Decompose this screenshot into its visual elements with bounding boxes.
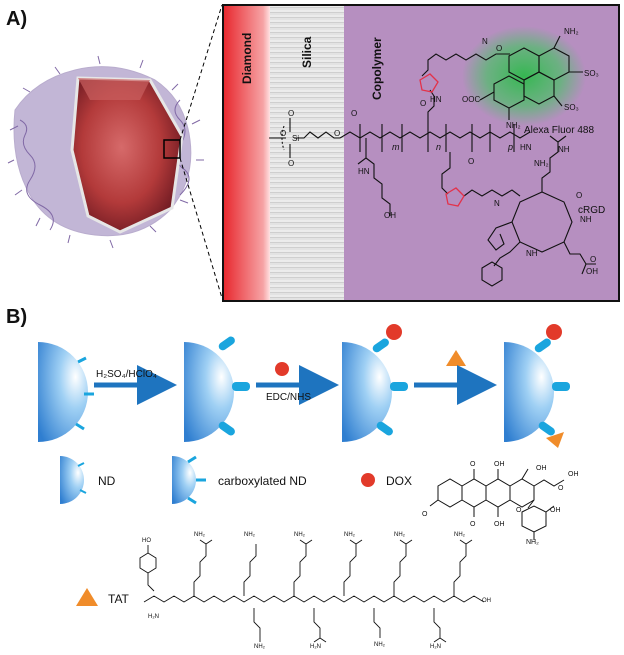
svg-text:OH: OH: [494, 521, 505, 528]
svg-text:O: O: [470, 461, 476, 468]
svg-text:NH₂: NH₂: [506, 121, 521, 130]
svg-text:O: O: [334, 129, 340, 138]
step2-reagent-label: EDC/NHS: [266, 392, 312, 403]
nd-step3: [342, 324, 408, 442]
legend-nd: ND: [98, 474, 116, 488]
legend-tat: TAT: [108, 592, 129, 606]
svg-text:H₂N: H₂N: [148, 614, 159, 620]
svg-text:N: N: [494, 199, 500, 208]
svg-text:NH₂: NH₂: [564, 27, 579, 36]
svg-text:O: O: [288, 109, 294, 118]
svg-text:NH: NH: [580, 215, 592, 224]
svg-text:O: O: [420, 99, 426, 108]
svg-text:HN: HN: [358, 167, 370, 176]
reaction-scheme: [38, 324, 570, 448]
svg-text:NH₂: NH₂: [394, 532, 406, 538]
dox-structure: O OH O OH OH OH O O O OH NH₂: [422, 461, 579, 546]
svg-text:O: O: [280, 129, 286, 138]
legend-carboxylated-nd: carboxylated ND: [218, 474, 307, 488]
svg-text:NH: NH: [526, 249, 538, 258]
svg-text:HN: HN: [520, 143, 532, 152]
svg-text:H₂N: H₂N: [430, 644, 441, 650]
svg-text:OH: OH: [550, 507, 561, 514]
alexa-fluor-label: Alexa Fluor 488: [524, 125, 595, 136]
svg-text:OH: OH: [482, 598, 491, 604]
svg-text:OH: OH: [568, 471, 579, 478]
svg-text:O: O: [576, 191, 582, 200]
triazole-lower: [445, 187, 465, 207]
svg-text:OH: OH: [494, 461, 505, 468]
svg-text:O: O: [590, 255, 596, 264]
dye-glow: [462, 26, 586, 126]
svg-text:OH: OH: [536, 465, 547, 472]
nd-step2: [184, 336, 250, 442]
dox-reagent-icon: [275, 362, 289, 376]
silica-layer: [270, 6, 344, 300]
svg-text:N: N: [482, 37, 488, 46]
svg-text:Si: Si: [292, 134, 299, 143]
svg-text:NH₂: NH₂: [454, 532, 466, 538]
nd-step1: [38, 342, 94, 442]
svg-text:O: O: [351, 109, 357, 118]
svg-text:HN: HN: [430, 95, 442, 104]
svg-text:O: O: [496, 44, 502, 53]
svg-text:H₂N: H₂N: [310, 644, 321, 650]
legend-dox: DOX: [386, 474, 413, 488]
diamond-core: [70, 76, 184, 234]
svg-text:O: O: [470, 521, 476, 528]
m-subscript: m: [392, 142, 400, 152]
diamond-layer: [224, 6, 270, 300]
panel-a-label: A): [6, 8, 28, 30]
svg-text:O: O: [558, 485, 564, 492]
svg-text:SO₃: SO₃: [564, 103, 579, 112]
svg-text:OH: OH: [384, 211, 396, 220]
tat-reagent-icon: [446, 350, 466, 366]
svg-text:NH₂: NH₂: [374, 642, 386, 648]
layer-box: Diamond Silica Copolymer: [222, 4, 620, 302]
tat-legend-icon: [76, 588, 98, 606]
svg-text:NH₂: NH₂: [294, 532, 306, 538]
panel-b-label: B): [6, 306, 28, 328]
svg-text:OH: OH: [586, 267, 598, 276]
triazole-upper: [419, 73, 439, 93]
svg-text:SO₃: SO₃: [584, 69, 599, 78]
svg-text:O: O: [288, 159, 294, 168]
svg-text:O: O: [422, 511, 428, 518]
svg-text:OOC: OOC: [462, 95, 480, 104]
svg-text:NH₂: NH₂: [344, 532, 356, 538]
legend-icons: [60, 455, 375, 505]
svg-text:NH₂: NH₂: [244, 532, 256, 538]
svg-text:O: O: [516, 507, 522, 514]
zoom-lines: [179, 4, 223, 299]
n-subscript: n: [436, 142, 442, 152]
step1-reagent-label: H₂SO₄/HClO₄: [96, 369, 157, 380]
nd-step4: [504, 324, 570, 448]
svg-text:NH₂: NH₂: [526, 539, 539, 546]
svg-text:NH₂: NH₂: [534, 159, 549, 168]
nanoparticle-illustration: [7, 55, 204, 249]
zoom-box: [163, 139, 181, 159]
svg-text:HO: HO: [142, 538, 151, 544]
svg-text:O: O: [468, 157, 474, 166]
svg-text:NH₂: NH₂: [254, 644, 266, 650]
svg-text:NH₂: NH₂: [194, 532, 206, 538]
crgd-label: cRGD: [578, 205, 606, 216]
svg-text:NH: NH: [558, 145, 570, 154]
p-subscript: p: [508, 142, 514, 152]
